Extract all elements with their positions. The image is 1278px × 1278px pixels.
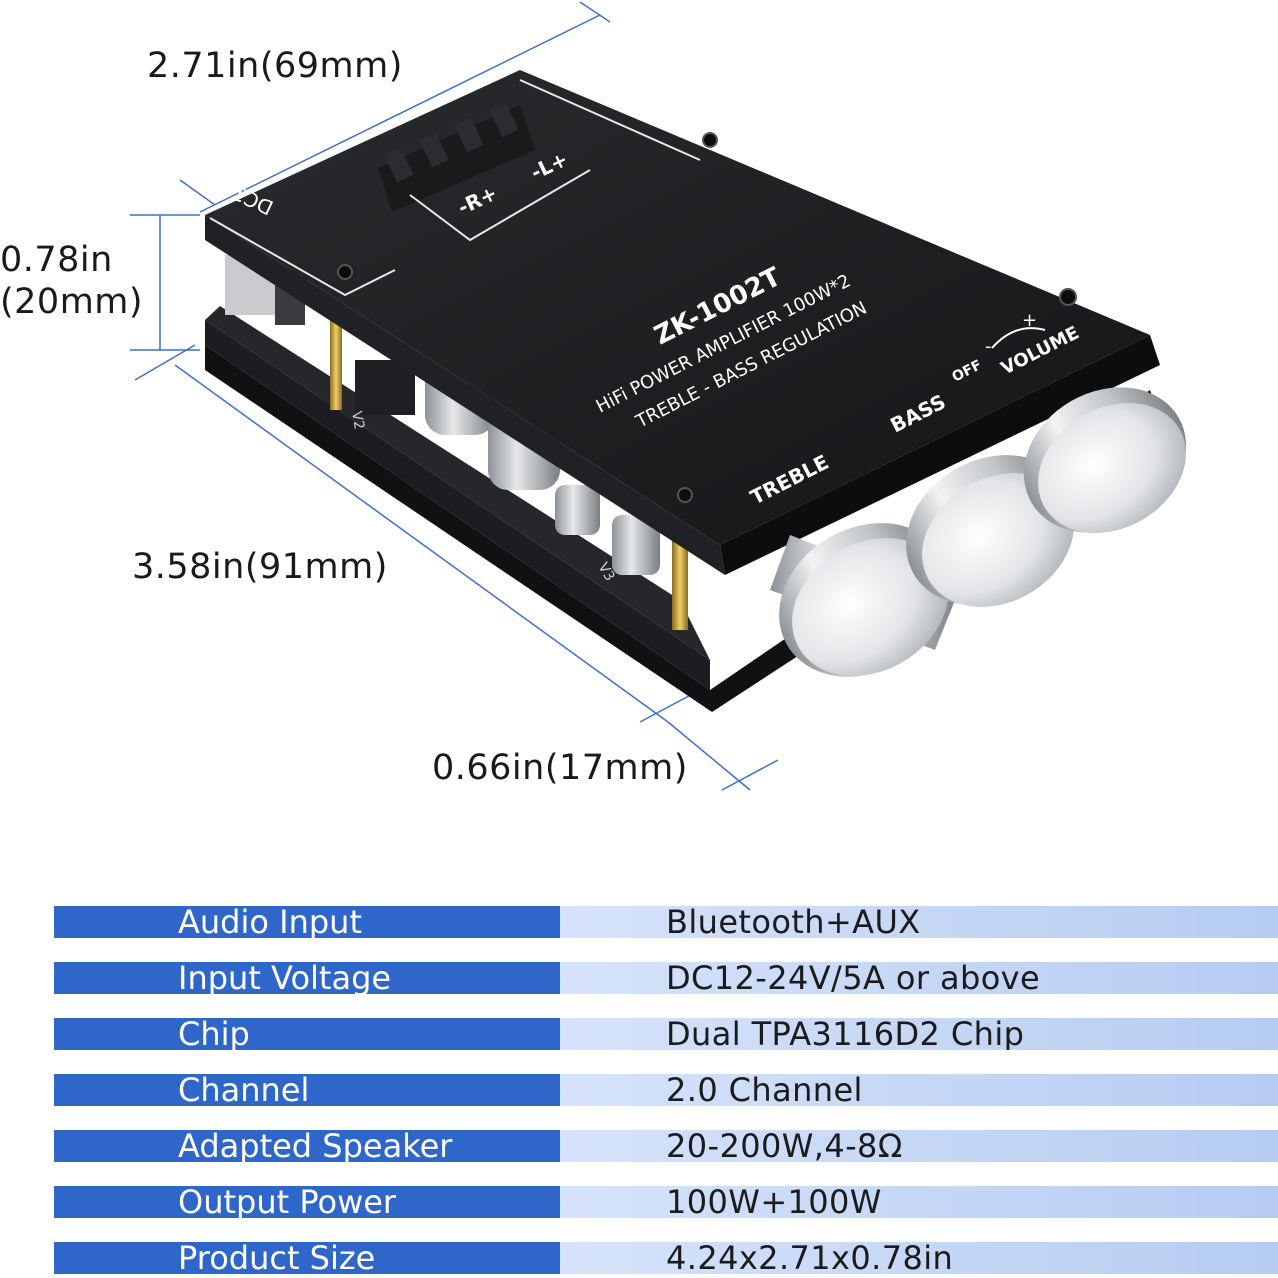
spec-row: Channel 2.0 Channel [54, 1074, 1278, 1106]
dimension-height-in-label: 0.78in [0, 240, 113, 280]
volume-minus-label: - [985, 336, 992, 357]
spec-key: Audio Input [54, 906, 560, 938]
top-plate: DC12-24V AUX-IN -R+ -L+ ZK-1002T HiFi PO… [175, 66, 1160, 575]
spec-value: Bluetooth+AUX [560, 906, 1278, 938]
volume-plus-label: + [1022, 310, 1037, 331]
product-figure: V2 V3 DC12-24V [0, 1, 1187, 791]
spec-key: Chip [54, 1018, 560, 1050]
spec-key: Output Power [54, 1186, 560, 1218]
spec-row: Chip Dual TPA3116D2 Chip [54, 1018, 1278, 1050]
spec-key: Product Size [54, 1242, 560, 1274]
dimension-width-label: 2.71in(69mm) [147, 46, 403, 86]
knob-volume [1023, 387, 1187, 533]
dimension-lines [130, 1, 779, 791]
spec-key: Adapted Speaker [54, 1130, 560, 1162]
spec-key: Input Voltage [54, 962, 560, 994]
dimension-length-label: 3.58in(91mm) [132, 547, 388, 587]
spec-value: 4.24x2.71x0.78in [560, 1242, 1278, 1274]
cap-label-v2: V2 [348, 410, 367, 431]
spec-value: 2.0 Channel [560, 1074, 1278, 1106]
dimension-knob-height-label: 0.66in(17mm) [432, 748, 688, 788]
dimension-height-mm-label: (20mm) [0, 282, 144, 322]
spec-key: Channel [54, 1074, 560, 1106]
spec-row: Product Size 4.24x2.71x0.78in [54, 1242, 1278, 1274]
spec-row: Adapted Speaker 20-200W,4-8Ω [54, 1130, 1278, 1162]
spec-value: 100W+100W [560, 1186, 1278, 1218]
spec-row: Input Voltage DC12-24V/5A or above [54, 962, 1278, 994]
spec-value: 20-200W,4-8Ω [560, 1130, 1278, 1162]
spec-value: DC12-24V/5A or above [560, 962, 1278, 994]
spec-value: Dual TPA3116D2 Chip [560, 1018, 1278, 1050]
knob-treble [770, 523, 955, 677]
spec-row: Output Power 100W+100W [54, 1186, 1278, 1218]
spec-row: Audio Input Bluetooth+AUX [54, 906, 1278, 938]
volume-arrow-icon [991, 327, 1046, 349]
amplifier-board-image: V2 V3 DC12-24V [130, 1, 1187, 791]
